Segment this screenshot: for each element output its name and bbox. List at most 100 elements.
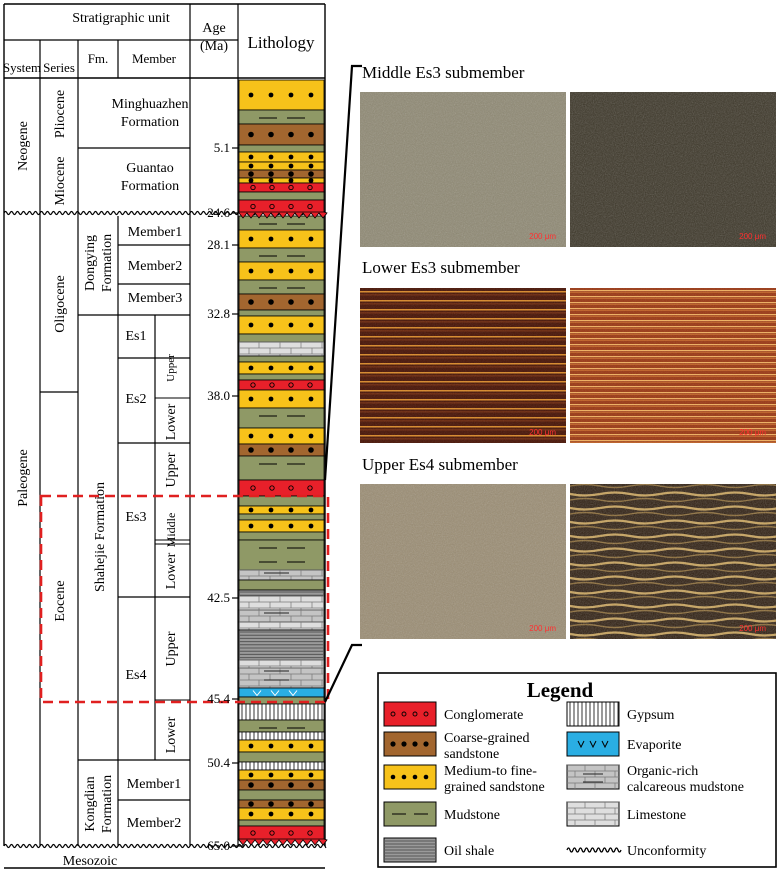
unconformity-mesozoic-top xyxy=(3,843,327,849)
legend-label: Unconformity xyxy=(627,844,706,859)
formation-minghuazhen-suffix: Formation xyxy=(121,115,179,130)
member-dongying-3: Member3 xyxy=(128,291,182,306)
lithology-layer-mudstone xyxy=(238,373,325,381)
lithology-layer-mudstone xyxy=(238,309,325,317)
formation-dongying: Dongying xyxy=(83,235,98,291)
legend-label: Organic-rich xyxy=(627,764,698,779)
lithology-layer-mudstone xyxy=(238,819,325,827)
member-es2: Es2 xyxy=(126,392,147,407)
submember-es3-lower: Lower xyxy=(164,552,179,589)
formation-shahejie: Shahejie Formation xyxy=(93,482,108,592)
scale-bar-label: 200 μm xyxy=(739,624,766,633)
scale-bar-label: 200 μm xyxy=(529,232,556,241)
legend-label: grained sandstone xyxy=(444,780,545,795)
header-lithology: Lithology xyxy=(247,33,315,52)
legend-swatch-mudstone xyxy=(383,801,437,827)
header-series: Series xyxy=(43,60,75,75)
lithology-layer-mudstone xyxy=(238,355,325,363)
lithology-layer-conglomerate xyxy=(238,182,325,193)
formation-dongying-suffix: Formation xyxy=(100,234,115,292)
lithology-layer-medium xyxy=(238,505,325,515)
legend-label: calcareous mudstone xyxy=(627,780,744,795)
lithology-layer-oilshale xyxy=(238,589,325,597)
thin-section-photo-left: 200 μm xyxy=(360,288,566,443)
lithology-layer-limestone xyxy=(238,341,325,357)
lithology-layer-mudstone xyxy=(238,531,325,541)
lithology-layer-coarse xyxy=(238,123,325,146)
lithology-layer-medium xyxy=(238,389,325,409)
lithology-layer-mudstone xyxy=(238,495,325,507)
thin-section-photo-right: 200 μm xyxy=(570,92,776,247)
legend-label: sandstone xyxy=(444,747,499,762)
lithology-layer-mudstone xyxy=(238,215,325,231)
thin-section-photo-left: 200 μm xyxy=(360,484,566,639)
legend-item-limestone: Limestone xyxy=(566,801,686,827)
age-label: 38.0 xyxy=(207,388,230,403)
legend-item-mudstone: Mudstone xyxy=(383,801,500,827)
legend-item-medium: Medium-to fine-grained sandstone xyxy=(383,764,545,795)
lithology-layer-mudstone xyxy=(238,109,325,125)
lithology-layer-mudstone xyxy=(238,407,325,429)
scale-bar-label: 200 μm xyxy=(529,624,556,633)
submember-es2-upper: Upper xyxy=(165,354,177,382)
legend-item-oilshale: Oil shale xyxy=(383,837,494,863)
legend-swatch-medium xyxy=(383,764,437,790)
lithology-layer-coarse xyxy=(238,779,325,791)
highlighted-interval-box xyxy=(39,494,330,704)
lithology-layer-mudstone xyxy=(238,191,325,201)
legend-swatch-oilshale xyxy=(383,837,437,863)
legend-swatch-evaporite xyxy=(566,731,620,757)
age-label: 50.4 xyxy=(207,755,230,770)
legend-swatch-organic xyxy=(566,764,620,790)
lithology-layer-mudstone xyxy=(238,579,325,591)
photo-panel-title: Lower Es3 submember xyxy=(362,258,520,277)
formation-kongdian-suffix: Formation xyxy=(100,775,115,833)
series-oligocene: Oligocene xyxy=(53,275,68,333)
lithology-layer-conglomerate xyxy=(238,379,325,391)
lithology-layer-mudstone xyxy=(238,279,325,295)
submember-es2-lower: Lower xyxy=(164,403,179,440)
legend-label: Oil shale xyxy=(444,844,494,859)
lithology-layer-medium xyxy=(238,519,325,533)
legend-swatch-coarse xyxy=(383,731,437,757)
formation-kongdian: Kongdian xyxy=(83,776,98,831)
photo-panel-2: Lower Es3 submember 200 μm 200 μm xyxy=(360,258,776,443)
lithology-layer-medium xyxy=(238,161,325,171)
age-label: 28.1 xyxy=(207,237,230,252)
age-label: 65.0 xyxy=(207,838,230,853)
header-member: Member xyxy=(132,51,177,66)
scale-bar-label: 200 μm xyxy=(739,428,766,437)
series-eocene: Eocene xyxy=(53,580,68,621)
age-label: 32.8 xyxy=(207,306,230,321)
header-age-unit: (Ma) xyxy=(200,39,228,54)
unconformity-sawtooth xyxy=(238,211,328,219)
callout-connector-bottom xyxy=(324,643,362,703)
header-system: System xyxy=(3,60,41,75)
lithology-layer-medium xyxy=(238,261,325,281)
lithology-layer-coarse xyxy=(238,293,325,311)
legend-label: Medium-to fine- xyxy=(444,764,537,779)
lithology-layer-coarse xyxy=(238,169,325,179)
formation-minghuazhen: Minghuazhen xyxy=(112,97,189,112)
lithology-layer-medium xyxy=(238,79,325,111)
thin-section-photo-left: 200 μm xyxy=(360,92,566,247)
lithology-layer-medium xyxy=(238,739,325,753)
member-kongdian-1: Member1 xyxy=(127,777,181,792)
table-labels: Stratigraphic unitAge(Ma)LithologySystem… xyxy=(3,11,315,869)
lithology-layer-mudstone xyxy=(238,144,325,153)
legend-label: Evaporite xyxy=(627,738,681,753)
lithology-layer-mudstone xyxy=(238,789,325,801)
submember-es3-middle: Middle xyxy=(164,513,178,548)
formation-guantao-suffix: Formation xyxy=(121,179,179,194)
lithology-layer-mudstone xyxy=(238,751,325,763)
legend-title: Legend xyxy=(527,678,594,702)
legend-item-conglomerate: Conglomerate xyxy=(383,701,523,727)
lithology-layer-mudstone xyxy=(238,333,325,343)
header-formation: Fm. xyxy=(88,51,109,66)
formation-guantao: Guantao xyxy=(126,161,173,176)
system-paleogene: Paleogene xyxy=(16,449,31,507)
